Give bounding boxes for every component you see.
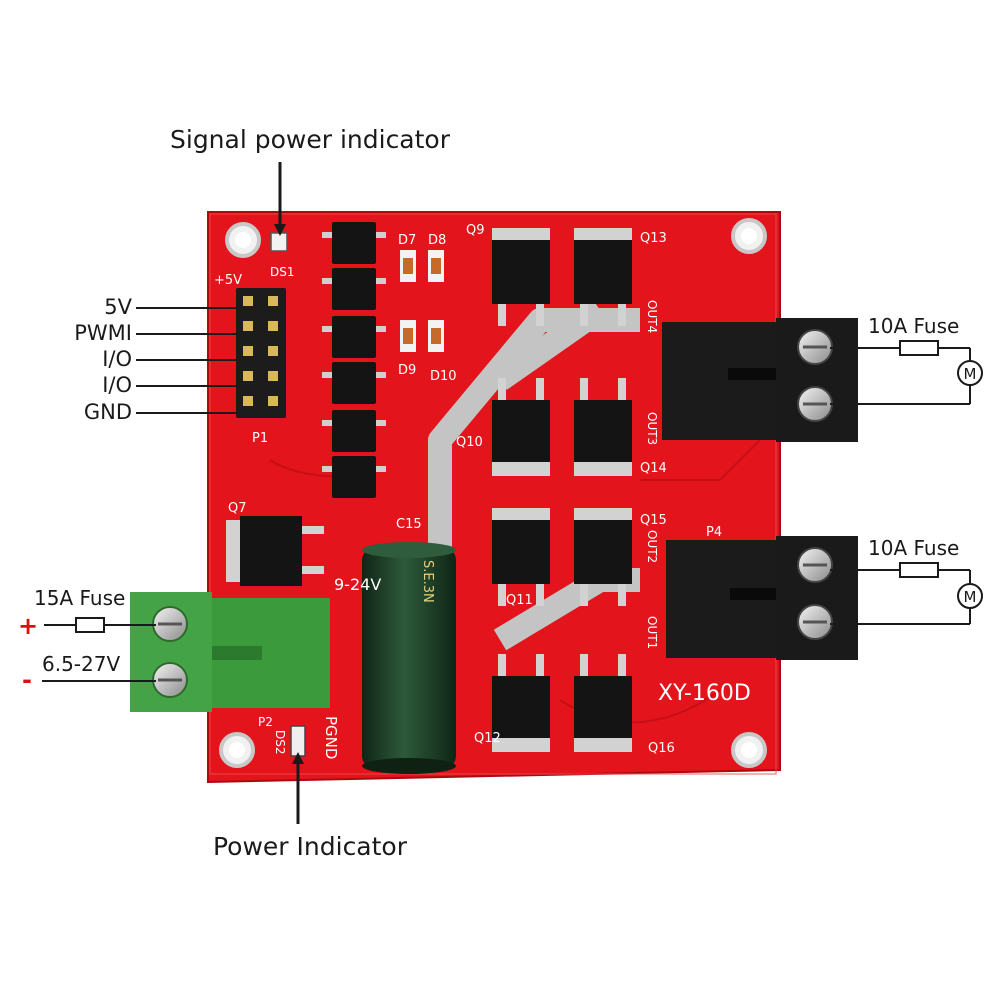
silk-ds1: DS1 [270, 265, 295, 279]
silk-d9: D9 [398, 363, 416, 378]
silk-q10: Q10 [456, 435, 483, 450]
minus-sign: - [22, 666, 32, 694]
signal-power-indicator-label: Signal power indicator [170, 125, 451, 154]
motor-b-label: M [964, 588, 977, 606]
output-fuse-a-symbol [899, 340, 939, 356]
power-led-ds2 [290, 725, 306, 757]
silk-out4: OUT4 [645, 300, 659, 333]
electrolytic-capacitor [362, 542, 456, 774]
silk-q13: Q13 [640, 231, 667, 246]
signal-led-ds1 [270, 232, 288, 252]
output-wiring-b [830, 562, 983, 625]
driver-ics [332, 222, 376, 498]
pin-label-io-1: I/O [102, 347, 132, 371]
silk-d7: D7 [398, 233, 416, 248]
output-terminal-p4 [666, 536, 858, 660]
input-fuse-symbol [75, 617, 105, 633]
silk-ds2: DS2 [273, 730, 287, 755]
silk-vin: 9-24V [334, 575, 381, 594]
pin-label-gnd: GND [83, 400, 132, 424]
input-fuse-label: 15A Fuse [34, 586, 126, 610]
motor-a-label: M [964, 365, 977, 383]
silk-q7: Q7 [228, 501, 247, 516]
silk-q12: Q12 [474, 731, 501, 746]
silk-pgnd: PGND [322, 716, 340, 759]
silk-d10: D10 [430, 369, 457, 384]
silk-d8: D8 [428, 233, 446, 248]
capacitor-print: S.E.3N [420, 560, 435, 603]
power-indicator-label: Power Indicator [213, 832, 408, 861]
pin-label-5v: 5V [104, 295, 132, 319]
indicator-arrows [274, 162, 304, 824]
pin-label-pwmi: PWMI [74, 321, 132, 345]
mounting-holes [219, 218, 767, 768]
mosfets [226, 228, 632, 752]
pin-label-io-2: I/O [102, 373, 132, 397]
pin-callout-lines [136, 307, 240, 414]
power-input-terminal [130, 592, 330, 712]
plus-sign: + [18, 612, 39, 640]
output-fuse-b-label: 10A Fuse [868, 536, 960, 560]
output-terminal-p3 [662, 318, 858, 442]
silk-q16: Q16 [648, 741, 675, 756]
silk-plus5v: +5V [214, 273, 242, 288]
silk-q11: Q11 [506, 593, 533, 608]
silk-c15: C15 [396, 517, 422, 532]
silk-p1: P1 [252, 431, 268, 446]
silk-out2: OUT2 [645, 530, 659, 563]
smd-diodes [400, 250, 444, 352]
output-wiring-a [830, 340, 983, 405]
output-fuse-b-symbol [899, 562, 939, 578]
silk-out1: OUT1 [645, 616, 659, 649]
output-fuse-a-label: 10A Fuse [868, 314, 960, 338]
silk-p2: P2 [258, 715, 273, 729]
silk-p4: P4 [706, 525, 722, 540]
silk-q14: Q14 [640, 461, 667, 476]
voltage-range-label: 6.5-27V [42, 652, 121, 676]
pin-header-p1 [236, 288, 286, 418]
silk-q9: Q9 [466, 223, 485, 238]
silk-q15: Q15 [640, 513, 667, 528]
silk-out3: OUT3 [645, 412, 659, 445]
input-fuse-wiring [42, 617, 156, 682]
silk-board-name: XY-160D [658, 681, 751, 706]
